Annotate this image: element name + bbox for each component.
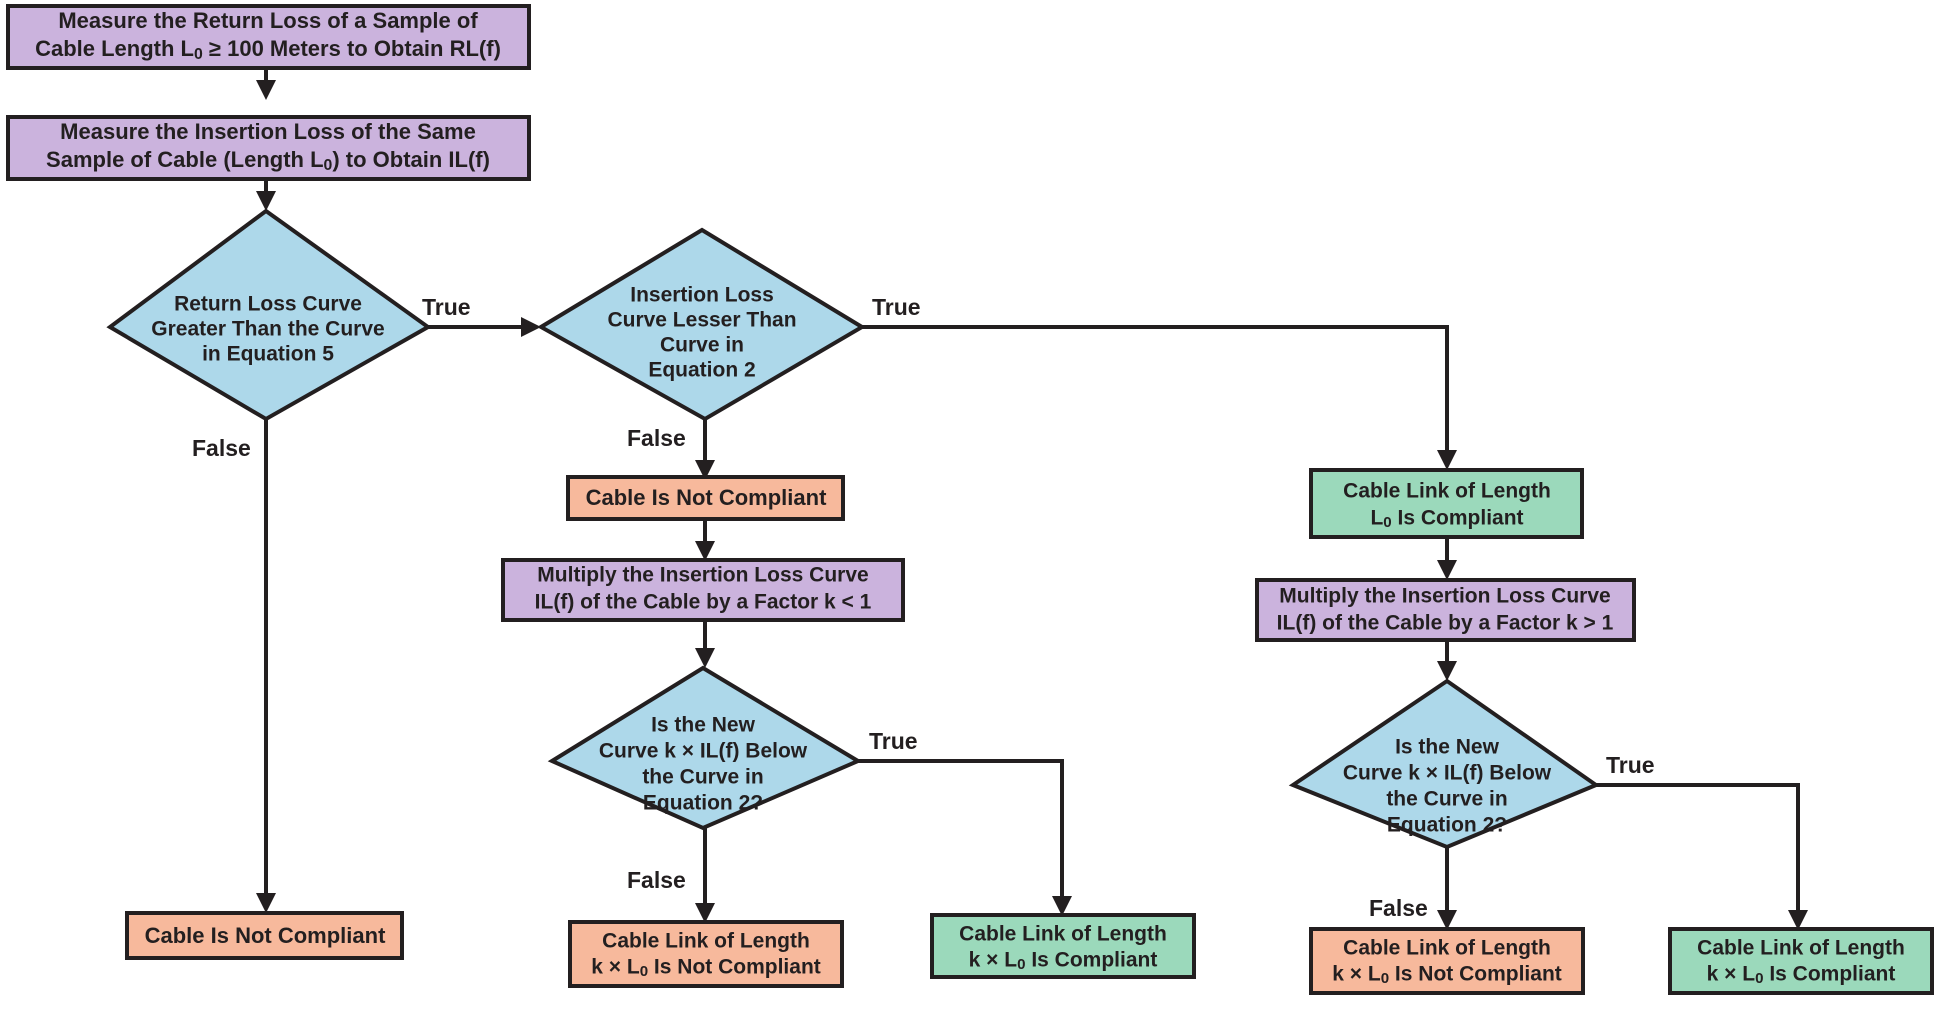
arrowhead-multiply-to-decision-right: [1437, 661, 1457, 681]
measure-insertion-loss-box[interactable]: [6, 115, 531, 181]
multiply-k-greater-than-1-line2: IL(f) of the Cable by a Factor k > 1: [1277, 612, 1614, 635]
link-k-l0-compliant-mid-line2: k × L0 Is Compliant: [969, 949, 1158, 974]
arrowhead-notcompliant-to-multiply: [695, 541, 715, 561]
node-multiply-k-greater-than-1[interactable]: Multiply the Insertion Loss Curve IL(f) …: [1255, 578, 1636, 642]
node-link-l0-compliant[interactable]: Cable Link of Length L0 Is Compliant: [1309, 468, 1584, 539]
connector-layer: decision IL (left) --> cable not complia…: [256, 68, 1808, 930]
decision-new-curve-right-line3: the Curve in: [1386, 788, 1507, 811]
decision-new-curve-right-line4: Equation 2?: [1387, 814, 1507, 837]
decision-insertion-loss-line4: Equation 2: [648, 359, 755, 382]
multiply-k-less-than-1-line2: IL(f) of the Cable by a Factor k < 1: [535, 591, 872, 614]
decision-new-curve-mid-diamond[interactable]: [547, 665, 863, 831]
arrowhead-right-true: [1788, 910, 1808, 930]
decision-new-curve-mid-line3: the Curve in: [642, 766, 763, 789]
arrowhead-il-to-decision-rl: [256, 191, 276, 211]
measure-insertion-loss-line2: Sample of Cable (Length L0) to Obtain IL…: [46, 147, 490, 174]
link-k-l0-not-compliant-mid-line2: k × L0 Is Not Compliant: [591, 956, 821, 981]
link-k-l0-compliant-right-box[interactable]: [1668, 927, 1934, 995]
arrowhead-rl-to-il: [256, 80, 276, 100]
edge-label-mid-true: True: [869, 728, 918, 754]
arrowhead-mid-true: [1052, 896, 1072, 916]
measure-insertion-loss-line1: Measure the Insertion Loss of the Same: [60, 119, 476, 144]
decision-new-curve-right-diamond[interactable]: [1288, 678, 1601, 850]
node-cable-not-compliant-mid[interactable]: Cable Is Not Compliant: [566, 475, 845, 521]
decision-new-curve-right-line1: Is the New: [1395, 736, 1500, 759]
multiply-k-greater-than-1-box[interactable]: [1255, 578, 1636, 642]
decision-new-curve-mid-line4: Equation 2?: [643, 792, 763, 815]
link-k-l0-compliant-mid-box[interactable]: [930, 913, 1196, 979]
node-decision-insertion-loss[interactable]: Insertion Loss Curve Lesser Than Curve i…: [537, 227, 866, 422]
node-multiply-k-less-than-1[interactable]: Multiply the Insertion Loss Curve IL(f) …: [501, 558, 905, 622]
decision-return-loss-line3: in Equation 5: [202, 343, 334, 366]
link-k-l0-not-compliant-mid-line1: Cable Link of Length: [602, 930, 810, 953]
link-k-l0-compliant-right-line2: k × L0 Is Compliant: [1707, 963, 1896, 988]
link-k-l0-compliant-right-line1: Cable Link of Length: [1697, 937, 1905, 960]
node-link-k-l0-compliant-right[interactable]: Cable Link of Length k × L0 Is Compliant: [1668, 927, 1934, 995]
edge-label-rl-false: False: [192, 435, 251, 461]
arrowhead-rl-false: [256, 893, 276, 913]
edge-label-rl-true: True: [422, 294, 471, 320]
decision-return-loss-diamond[interactable]: [106, 208, 432, 422]
edge-label-right-false: False: [1369, 895, 1428, 921]
node-link-k-l0-not-compliant-mid[interactable]: Cable Link of Length k × L0 Is Not Compl…: [568, 920, 844, 988]
node-measure-insertion-loss[interactable]: Measure the Insertion Loss of the Same S…: [6, 115, 531, 181]
arrowhead-rl-true: [521, 317, 541, 337]
multiply-k-greater-than-1-line1: Multiply the Insertion Loss Curve: [1279, 585, 1610, 608]
arrowhead-multiply-to-decision-mid: [695, 648, 715, 668]
decision-insertion-loss-line3: Curve in: [660, 334, 744, 357]
multiply-k-less-than-1-line1: Multiply the Insertion Loss Curve: [537, 564, 868, 587]
node-link-k-l0-not-compliant-right[interactable]: Cable Link of Length k × L0 Is Not Compl…: [1309, 927, 1585, 995]
edge-label-mid-false: False: [627, 867, 686, 893]
measure-return-loss-box[interactable]: [6, 4, 531, 70]
link-k-l0-not-compliant-mid-box[interactable]: [568, 920, 844, 988]
connector-il-true-to-l0-compliant: [862, 325, 1449, 452]
edge-label-il-false: False: [627, 425, 686, 451]
decision-return-loss-line1: Return Loss Curve: [174, 293, 362, 316]
decision-insertion-loss-diamond[interactable]: [537, 227, 866, 422]
node-decision-new-curve-right[interactable]: Is the New Curve k × IL(f) Below the Cur…: [1288, 678, 1601, 850]
decision-new-curve-mid-line1: Is the New: [651, 714, 756, 737]
decision-new-curve-mid-line2: Curve k × IL(f) Below: [599, 740, 808, 763]
link-k-l0-not-compliant-right-line1: Cable Link of Length: [1343, 937, 1551, 960]
measure-return-loss-line2: Cable Length L0 ≥ 100 Meters to Obtain R…: [35, 36, 501, 63]
arrowhead-il-true: [1437, 450, 1457, 470]
link-k-l0-not-compliant-right-line2: k × L0 Is Not Compliant: [1332, 963, 1562, 988]
edge-label-layer: True False True False True False True Fa…: [192, 294, 1655, 921]
decision-insertion-loss-line2: Curve Lesser Than: [607, 309, 796, 332]
link-l0-compliant-line2: L0 Is Compliant: [1370, 507, 1523, 532]
connector-mid-true-to-compliant: [858, 759, 1064, 898]
node-cable-not-compliant-left[interactable]: Cable Is Not Compliant: [125, 911, 404, 960]
cable-not-compliant-left-box[interactable]: [125, 911, 404, 960]
node-link-k-l0-compliant-mid[interactable]: Cable Link of Length k × L0 Is Compliant: [930, 913, 1196, 979]
measure-return-loss-line1: Measure the Return Loss of a Sample of: [58, 8, 478, 33]
arrowhead-right-false: [1437, 910, 1457, 930]
link-l0-compliant-box[interactable]: [1309, 468, 1584, 539]
arrowhead-l0compliant-to-multiply: [1437, 560, 1457, 580]
node-decision-return-loss[interactable]: Return Loss Curve Greater Than the Curve…: [106, 208, 432, 422]
decision-insertion-loss-line1: Insertion Loss: [630, 284, 774, 307]
multiply-k-less-than-1-box[interactable]: [501, 558, 905, 622]
cable-not-compliant-left-label: Cable Is Not Compliant: [145, 923, 386, 948]
link-l0-compliant-line1: Cable Link of Length: [1343, 480, 1551, 503]
decision-return-loss-line2: Greater Than the Curve: [151, 318, 384, 341]
link-k-l0-not-compliant-right-box[interactable]: [1309, 927, 1585, 995]
node-measure-return-loss[interactable]: Measure the Return Loss of a Sample of C…: [6, 4, 531, 70]
link-k-l0-compliant-mid-line1: Cable Link of Length: [959, 923, 1167, 946]
arrowhead-mid-false: [695, 903, 715, 923]
arrowhead-il-false: [695, 460, 715, 480]
edge-label-right-true: True: [1606, 752, 1655, 778]
connector-right-true-to-compliant: [1596, 783, 1800, 912]
cable-not-compliant-mid-label: Cable Is Not Compliant: [586, 485, 827, 510]
cable-not-compliant-mid-box[interactable]: [566, 475, 845, 521]
decision-new-curve-right-line2: Curve k × IL(f) Below: [1343, 762, 1552, 785]
edge-label-il-true: True: [872, 294, 921, 320]
node-decision-new-curve-mid[interactable]: Is the New Curve k × IL(f) Below the Cur…: [547, 665, 863, 831]
